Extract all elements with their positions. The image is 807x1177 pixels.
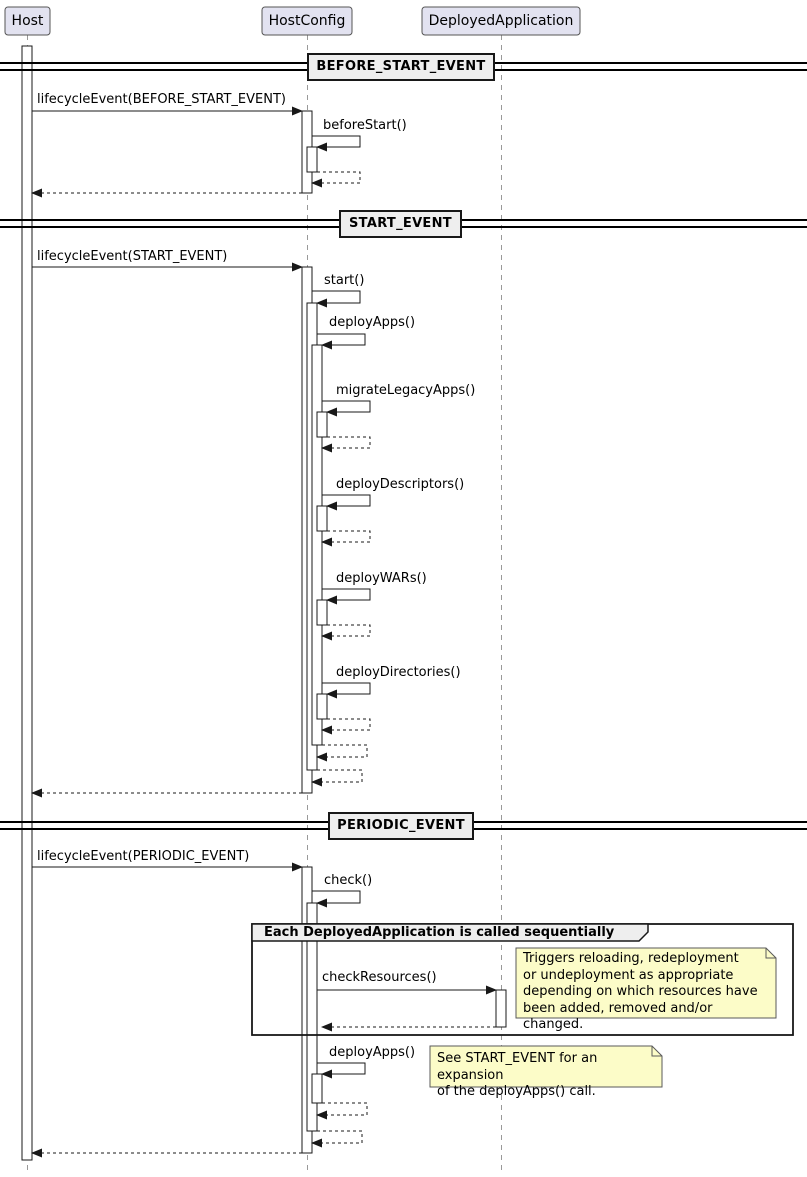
- activation-beforestart-call: [306, 146, 318, 173]
- return-beforestart: [311, 171, 361, 188]
- note-resources-fold-icon: [765, 948, 776, 959]
- activation-bars: [21, 45, 507, 1161]
- participant-deployedapplication: DeployedApplication: [428, 13, 574, 29]
- activation-deployapps: [311, 344, 323, 746]
- group-box: [251, 923, 794, 1036]
- return-migratelegacyapps: [321, 436, 371, 453]
- msg-lifecycleevent-periodic: lifecycleEvent(PERIODIC_EVENT): [37, 849, 250, 864]
- activation-migratelegacyapps: [316, 411, 328, 438]
- divider-start-event: START_EVENT: [349, 216, 452, 231]
- divider-lines: [0, 62, 807, 830]
- activation-checkresources: [495, 989, 507, 1028]
- msg-deployapps-periodic: deployApps(): [329, 1045, 416, 1060]
- return-deploywars: [321, 624, 371, 641]
- arrow-deployapps-periodic: [317, 1062, 366, 1079]
- activation-deploywars: [316, 599, 328, 626]
- return-deploydescriptors: [321, 530, 371, 547]
- msg-check: check(): [324, 873, 373, 888]
- note-see-start-fold-icon: [651, 1046, 662, 1057]
- activation-deployapps-periodic: [311, 1073, 323, 1104]
- divider-before-start-event: BEFORE_START_EVENT: [316, 59, 486, 74]
- notes: [429, 947, 777, 1088]
- msg-deploydirectories: deployDirectories(): [336, 665, 461, 680]
- msg-migratelegacyapps: migrateLegacyApps(): [336, 383, 476, 398]
- divider-boxes: [307, 53, 495, 840]
- return-deployapps-periodic: [316, 1102, 368, 1120]
- note-see-start-event: See START_EVENT for an expansion of the …: [437, 1051, 598, 1099]
- participant-hostconfig: HostConfig: [268, 13, 346, 29]
- arrow-migratelegacyapps: [322, 400, 371, 417]
- arrow-beforestart: [312, 135, 361, 152]
- divider-box-before-start-event: [307, 53, 495, 81]
- msg-lifecycleevent-start: lifecycleEvent(START_EVENT): [37, 249, 228, 264]
- participant-boxes: [4, 6, 581, 36]
- divider-periodic-event: PERIODIC_EVENT: [337, 818, 465, 833]
- msg-deploywars: deployWARs(): [336, 571, 427, 586]
- return-check: [311, 1130, 363, 1148]
- msg-deployapps: deployApps(): [329, 315, 416, 330]
- msg-deploydescriptors: deployDescriptors(): [336, 477, 465, 492]
- participant-box-host: [4, 6, 51, 36]
- arrow-start: [312, 290, 361, 308]
- participant-box-deployedapplication: [421, 6, 581, 36]
- return-deployapps: [316, 744, 368, 762]
- lifelines: [27, 35, 502, 1172]
- note-resources-shape: [515, 947, 777, 1019]
- activation-deploydescriptors: [316, 505, 328, 532]
- arrow-deploywars: [322, 588, 371, 605]
- msg-start: start(): [324, 273, 365, 288]
- msg-lifecycleevent-before-start: lifecycleEvent(BEFORE_START_EVENT): [37, 92, 286, 107]
- arrow-deploydirectories: [322, 682, 371, 699]
- divider-box-periodic-event: [328, 812, 474, 840]
- return-deploydirectories: [321, 718, 371, 735]
- group-header: [251, 923, 649, 942]
- activation-check: [306, 902, 318, 1132]
- arrow-deploydescriptors: [322, 494, 371, 511]
- msg-checkresources: checkResources(): [322, 970, 437, 985]
- divider-box-start-event: [339, 210, 462, 238]
- host-activation: [21, 45, 33, 1161]
- return-start: [311, 769, 363, 787]
- participant-host: Host: [11, 13, 44, 29]
- note-see-start-shape: [429, 1045, 663, 1088]
- arrow-deployapps: [317, 333, 366, 350]
- note-resources: Triggers reloading, redeployment or unde…: [523, 951, 758, 1032]
- arrow-check: [312, 890, 361, 908]
- group-label: Each DeployedApplication is called seque…: [264, 925, 615, 940]
- msg-beforestart: beforeStart(): [323, 118, 407, 133]
- activation-deploydirectories: [316, 693, 328, 720]
- message-arrows: [31, 106, 497, 1158]
- participant-box-hostconfig: [261, 6, 353, 36]
